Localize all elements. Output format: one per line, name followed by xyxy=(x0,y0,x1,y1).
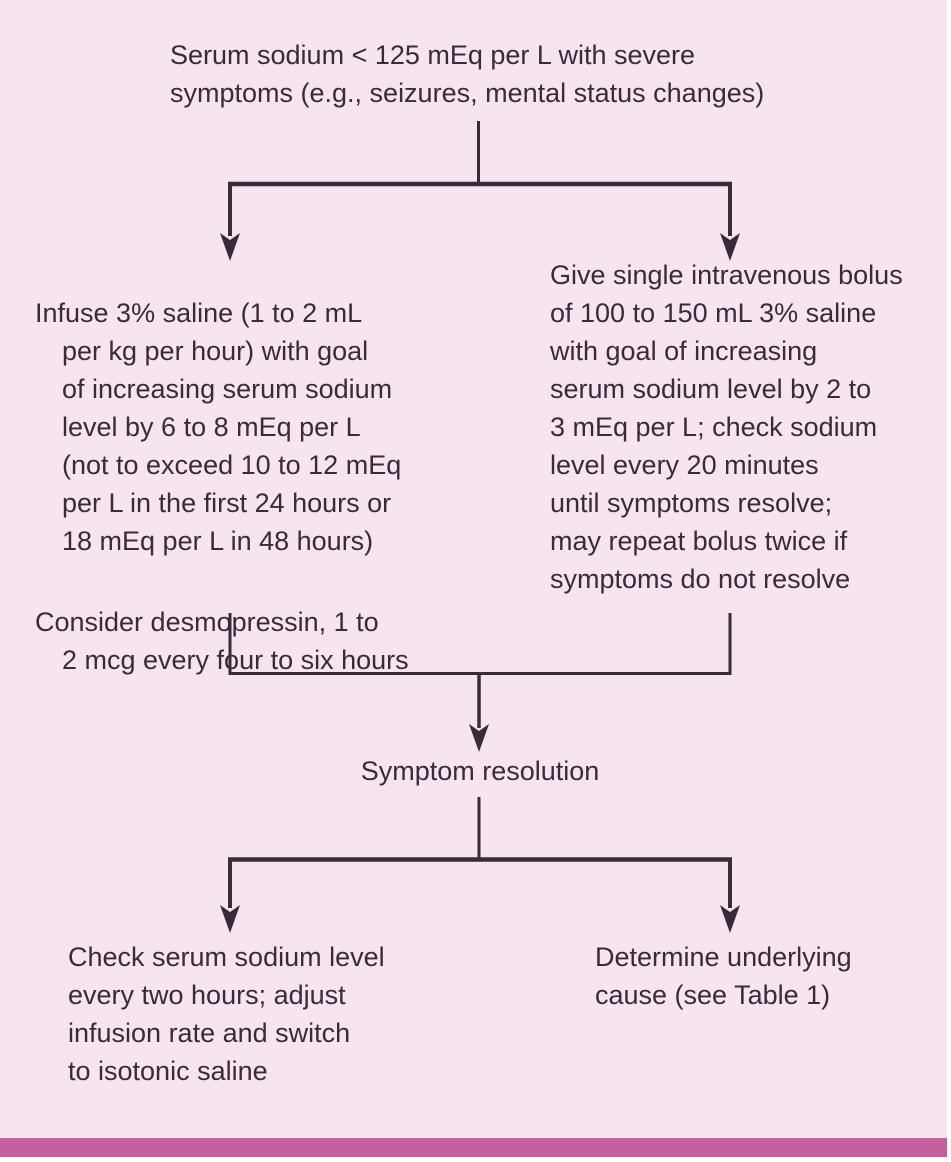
merge-arrowhead-icon xyxy=(469,724,489,752)
symptom-resolution-node: Symptom resolution xyxy=(360,756,600,786)
left-branch-infusion-text: Infuse 3% saline (1 to 2 mL per kg per h… xyxy=(35,298,402,556)
right-branch-node: Give single intravenous bolus of 100 to … xyxy=(550,260,903,594)
flowchart-background xyxy=(0,0,947,1138)
left-branch-node: Infuse 3% saline (1 to 2 mL per kg per h… xyxy=(35,256,525,717)
top-left-arrowhead-icon xyxy=(220,233,240,261)
top-right-arrowhead-icon xyxy=(720,233,740,261)
lower-left-arrowhead-icon xyxy=(220,905,240,933)
bottom-accent-bar xyxy=(0,1138,947,1157)
left-branch-desmopressin-text: Consider desmopressin, 1 to 2 mcg every … xyxy=(35,607,409,675)
outcome-left-node: Check serum sodium level every two hours… xyxy=(68,942,385,1086)
outcome-right-node: Determine underlying cause (see Table 1) xyxy=(595,942,852,1010)
lower-right-arrowhead-icon xyxy=(720,905,740,933)
root-node-text: Serum sodium < 125 mEq per L with severe… xyxy=(170,40,765,108)
